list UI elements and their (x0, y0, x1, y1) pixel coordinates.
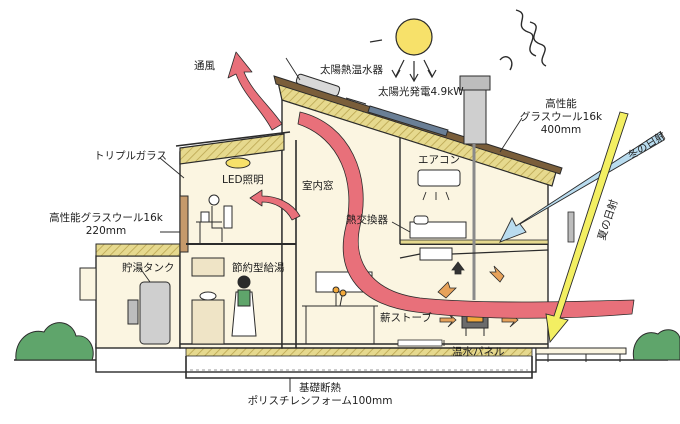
bed (409, 215, 467, 239)
label-foundation-line2: ポリスチレンフォーム100mm (247, 395, 393, 407)
air-conditioner (417, 169, 461, 201)
hot-water-tank-unit (127, 281, 171, 345)
right-hedge (632, 329, 680, 361)
label-heat-exchanger: 熱交換器 (346, 214, 388, 226)
label-solar-water-heater: 太陽熱温水器 (320, 64, 383, 76)
label-wood-stove: 薪ストーブ (380, 312, 432, 324)
label-roof-insulation-line3: 400mm (540, 124, 582, 136)
label-wall-insulation-line1: 高性能グラスウール16k (49, 212, 163, 224)
heat-exchanger-unit (399, 211, 575, 261)
upper-left-roof (175, 131, 291, 165)
label-foundation: 基礎断熱 ポリスチレンフォーム100mm (240, 382, 400, 408)
label-wall-insulation-line2: 220mm (85, 225, 127, 237)
label-roof-insulation: 高性能 グラスウール16k 400mm (516, 98, 606, 137)
sun (369, 18, 437, 83)
label-air-conditioner: エアコン (418, 154, 460, 166)
label-solar-power: 太陽光発電4.9kW (378, 86, 464, 98)
label-hot-water-tank: 貯湯タンク (122, 262, 175, 274)
chimney-smoke (499, 9, 547, 71)
label-foundation-line1: 基礎断熱 (299, 382, 341, 394)
airflow-arrows (227, 51, 635, 319)
leader-lines (139, 57, 523, 346)
label-wall-insulation: 高性能グラスウール16k 220mm (36, 212, 176, 238)
hot-water-panel-unit (397, 339, 443, 347)
study-desk (196, 194, 233, 244)
label-roof-insulation-line1: 高性能 (545, 98, 577, 110)
label-ventilation: 通風 (194, 60, 215, 72)
left-hedge (15, 322, 94, 361)
label-triple-glass: トリプルガラス (94, 150, 167, 162)
led-lamp (225, 157, 251, 169)
label-indoor-window: 室内窓 (302, 180, 334, 192)
label-roof-insulation-line2: グラスウール16k (519, 111, 603, 123)
solar-water-heater (295, 73, 341, 97)
kitchen (191, 257, 257, 345)
label-hot-water-panel: 温水パネル (452, 346, 505, 358)
summer-sun-arrow (545, 111, 629, 344)
deck (535, 347, 627, 362)
winter-sun-arrow (499, 131, 665, 243)
solar-panels (345, 97, 449, 137)
chimney (459, 75, 491, 300)
label-led-lighting: LED照明 (222, 174, 264, 186)
label-water-saving-supply: 節約型給湯 (232, 262, 285, 274)
